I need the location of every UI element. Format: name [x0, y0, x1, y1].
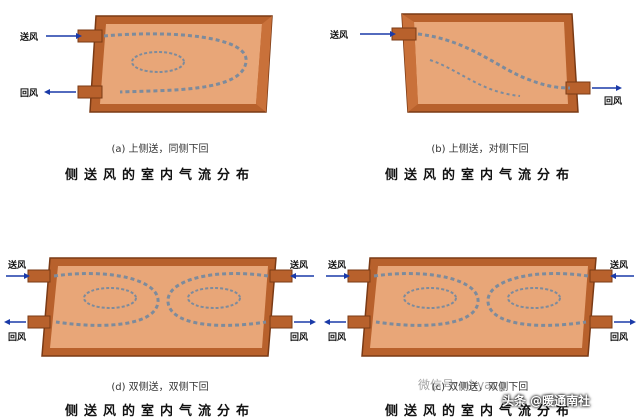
label-supply-left: 送风 — [7, 259, 26, 271]
supply-duct-left — [27, 269, 51, 283]
supply-arrow-left — [326, 273, 350, 279]
return-arrow-left — [324, 319, 346, 325]
caption: (b) 上侧送，对侧下回 — [431, 144, 529, 155]
label-supply-right: 送风 — [289, 259, 308, 271]
return-duct-left — [347, 315, 371, 329]
vortex — [131, 51, 185, 73]
room-floor — [370, 266, 588, 348]
label-return-right: 回风 — [290, 332, 308, 343]
label-supply: 送风 — [329, 29, 348, 41]
supply-arrow-left — [6, 273, 30, 279]
return-duct-right — [269, 315, 293, 329]
supply-duct-right — [269, 269, 293, 283]
return-duct — [565, 81, 591, 95]
credit-label: 头条 @暖通南社 — [502, 394, 591, 408]
airflow-path — [103, 32, 248, 94]
airflow-path-right — [486, 272, 589, 327]
supply-arrow — [46, 33, 82, 39]
diagram-b-figure: 送风 回风 — [329, 13, 622, 113]
return-arrow-right — [614, 319, 636, 325]
diagram-c: 送风 回风 送风 回风 (c) 双侧送，双侧下回 侧送风的室内气流分布 — [320, 210, 640, 420]
diagram-d-figure: 送风 回风 送风 回风 — [4, 257, 316, 357]
return-duct — [77, 85, 103, 99]
return-arrow-left — [4, 319, 26, 325]
supply-duct-left — [347, 269, 371, 283]
return-arrow — [44, 89, 76, 95]
label-return-left: 回风 — [328, 332, 346, 343]
vortex-left — [83, 287, 137, 309]
supply-arrow — [360, 31, 396, 37]
diagram-b: 送风 回风 (b) 上侧送，对侧下回 侧送风的室内气流分布 — [320, 0, 640, 200]
supply-duct-right — [589, 269, 613, 283]
vortex-right — [507, 287, 561, 309]
label-return: 回风 — [604, 96, 622, 107]
diagram-title: 侧送风的室内气流分布 — [384, 404, 575, 419]
label-return: 回风 — [20, 88, 38, 99]
vortex-right — [187, 287, 241, 309]
supply-arrow-right — [610, 273, 634, 279]
diagram-c-figure: 送风 回风 送风 回风 — [324, 257, 636, 357]
return-arrow-right — [294, 319, 316, 325]
caption: (a) 上侧送，同侧下回 — [111, 144, 209, 155]
room-floor — [100, 24, 262, 104]
diagram-d: 送风 回风 送风 回风 (d) 双侧送，双侧下回 侧送风的室内气流分布 — [0, 210, 320, 420]
airflow-path — [417, 32, 571, 90]
supply-arrow-right — [290, 273, 314, 279]
airflow-path-right — [166, 272, 269, 327]
label-supply-right: 送风 — [609, 259, 628, 271]
diagram-title: 侧送风的室内气流分布 — [64, 168, 255, 183]
diagram-title: 侧送风的室内气流分布 — [384, 168, 575, 183]
caption: (d) 双侧送，双侧下回 — [111, 382, 209, 393]
return-duct-right — [589, 315, 613, 329]
diagram-title: 侧送风的室内气流分布 — [64, 404, 255, 419]
label-supply: 送风 — [19, 31, 38, 43]
room-inner-side — [256, 16, 272, 112]
return-arrow — [592, 85, 622, 91]
diagram-a-figure: 送风 回风 — [19, 15, 273, 113]
watermark: 微信号: nhyacg — [418, 378, 506, 392]
caption: (c) 双侧送，双侧下回 — [431, 382, 529, 393]
airflow-loop — [429, 59, 521, 97]
vortex-left — [403, 287, 457, 309]
room-floor — [50, 266, 268, 348]
return-duct-left — [27, 315, 51, 329]
label-supply-left: 送风 — [327, 259, 346, 271]
label-return-right: 回风 — [610, 332, 628, 343]
diagram-a: 送风 回风 (a) 上侧送，同侧下回 侧送风的室内气流分布 — [0, 0, 320, 200]
label-return-left: 回风 — [8, 332, 26, 343]
